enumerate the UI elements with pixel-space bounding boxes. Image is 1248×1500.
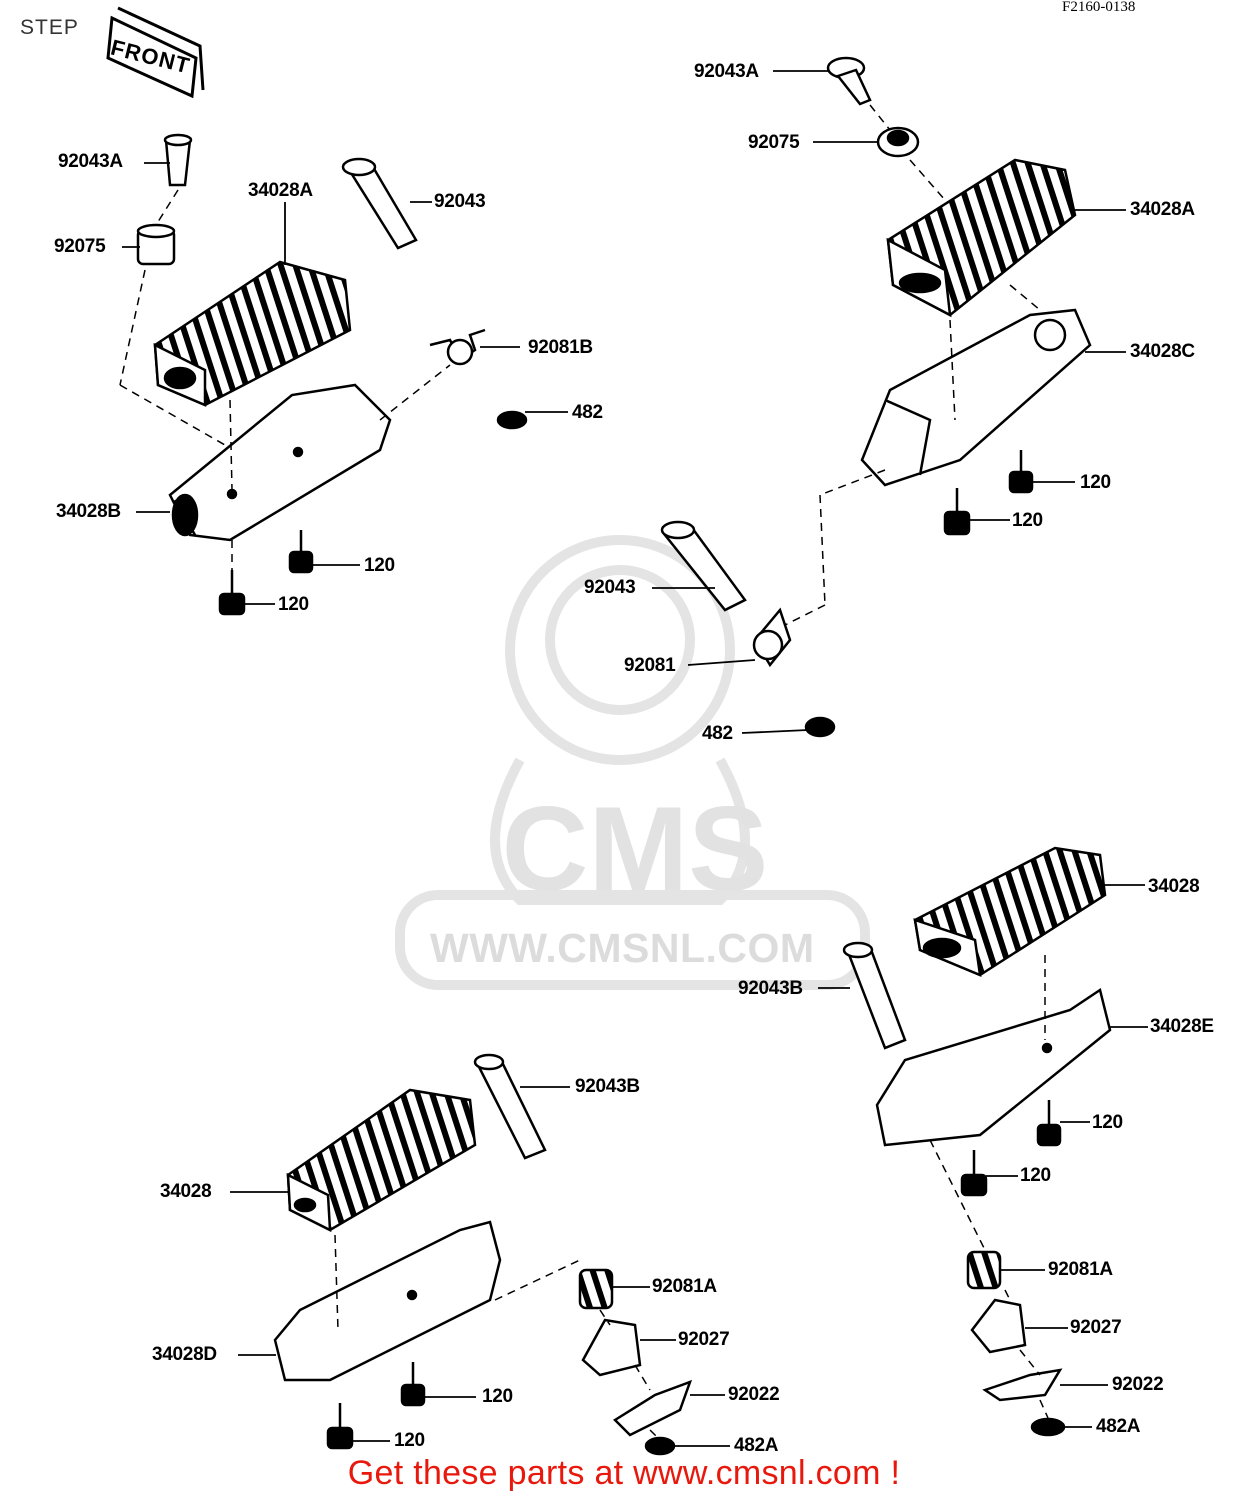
part-label-34028E: 34028E bbox=[1150, 1016, 1214, 1037]
bottom-right-assembly bbox=[842, 846, 1112, 1437]
part-label-120-top-right-a: 120 bbox=[1080, 472, 1111, 493]
leader-lines bbox=[122, 70, 1148, 1447]
reference-code: F2160-0138 bbox=[1062, 0, 1136, 15]
part-label-120-bottom-right-a: 120 bbox=[1092, 1112, 1123, 1133]
part-label-92043A-top-right: 92043A bbox=[694, 61, 759, 82]
part-label-120-top-left-b: 120 bbox=[278, 594, 309, 615]
part-label-120-bottom-right-b: 120 bbox=[1020, 1165, 1051, 1186]
part-label-92043B-bottom-right: 92043B bbox=[738, 978, 803, 999]
part-label-92043A-top-left: 92043A bbox=[58, 151, 123, 172]
part-label-482-middle: 482 bbox=[702, 723, 733, 744]
part-label-34028A-top-right: 34028A bbox=[1130, 199, 1195, 220]
part-label-92075-top-right: 92075 bbox=[748, 132, 800, 153]
part-label-34028D: 34028D bbox=[152, 1344, 217, 1365]
bottom-left-assembly bbox=[273, 1053, 693, 1456]
watermark-logo bbox=[395, 535, 870, 990]
watermark-url: WWW.CMSNL.COM bbox=[430, 925, 815, 971]
part-label-92043-middle: 92043 bbox=[584, 577, 636, 598]
part-label-92027-bottom-left: 92027 bbox=[678, 1329, 730, 1350]
part-label-92022-bottom-right: 92022 bbox=[1112, 1374, 1164, 1395]
part-label-92081: 92081 bbox=[624, 655, 676, 676]
part-label-92081A-bottom-right: 92081A bbox=[1048, 1259, 1113, 1280]
part-label-92081B: 92081B bbox=[528, 337, 593, 358]
part-label-92043-top-left: 92043 bbox=[434, 191, 486, 212]
page-title: STEP bbox=[20, 16, 79, 39]
part-label-92081A-bottom-left: 92081A bbox=[652, 1276, 717, 1297]
part-label-92075-top-left: 92075 bbox=[54, 236, 106, 257]
front-badge bbox=[106, 6, 205, 99]
part-label-34028B: 34028B bbox=[56, 501, 121, 522]
part-label-92027-bottom-right: 92027 bbox=[1070, 1317, 1122, 1338]
part-label-482A-bottom-right: 482A bbox=[1096, 1416, 1141, 1437]
part-label-120-top-right-b: 120 bbox=[1012, 510, 1043, 531]
part-label-482A-bottom-left: 482A bbox=[734, 1435, 779, 1456]
part-label-482-top-left: 482 bbox=[572, 402, 603, 423]
top-left-assembly bbox=[119, 133, 528, 616]
part-label-92022-bottom-left: 92022 bbox=[728, 1384, 780, 1405]
part-label-120-bottom-left-b: 120 bbox=[394, 1430, 425, 1451]
top-right-assembly bbox=[784, 56, 1092, 626]
middle-parts bbox=[660, 520, 836, 738]
watermark-cms: CMS bbox=[502, 782, 769, 916]
part-label-34028-bottom-left: 34028 bbox=[160, 1181, 212, 1202]
part-label-34028-bottom-right: 34028 bbox=[1148, 876, 1200, 897]
part-label-34028C: 34028C bbox=[1130, 341, 1195, 362]
part-label-92043B-bottom-left: 92043B bbox=[575, 1076, 640, 1097]
part-label-34028A-top-left: 34028A bbox=[248, 180, 313, 201]
part-label-120-top-left-a: 120 bbox=[364, 555, 395, 576]
part-label-120-bottom-left-a: 120 bbox=[482, 1386, 513, 1407]
cmsnl-parts-link[interactable]: Get these parts at www.cmsnl.com ! bbox=[347, 1454, 901, 1492]
